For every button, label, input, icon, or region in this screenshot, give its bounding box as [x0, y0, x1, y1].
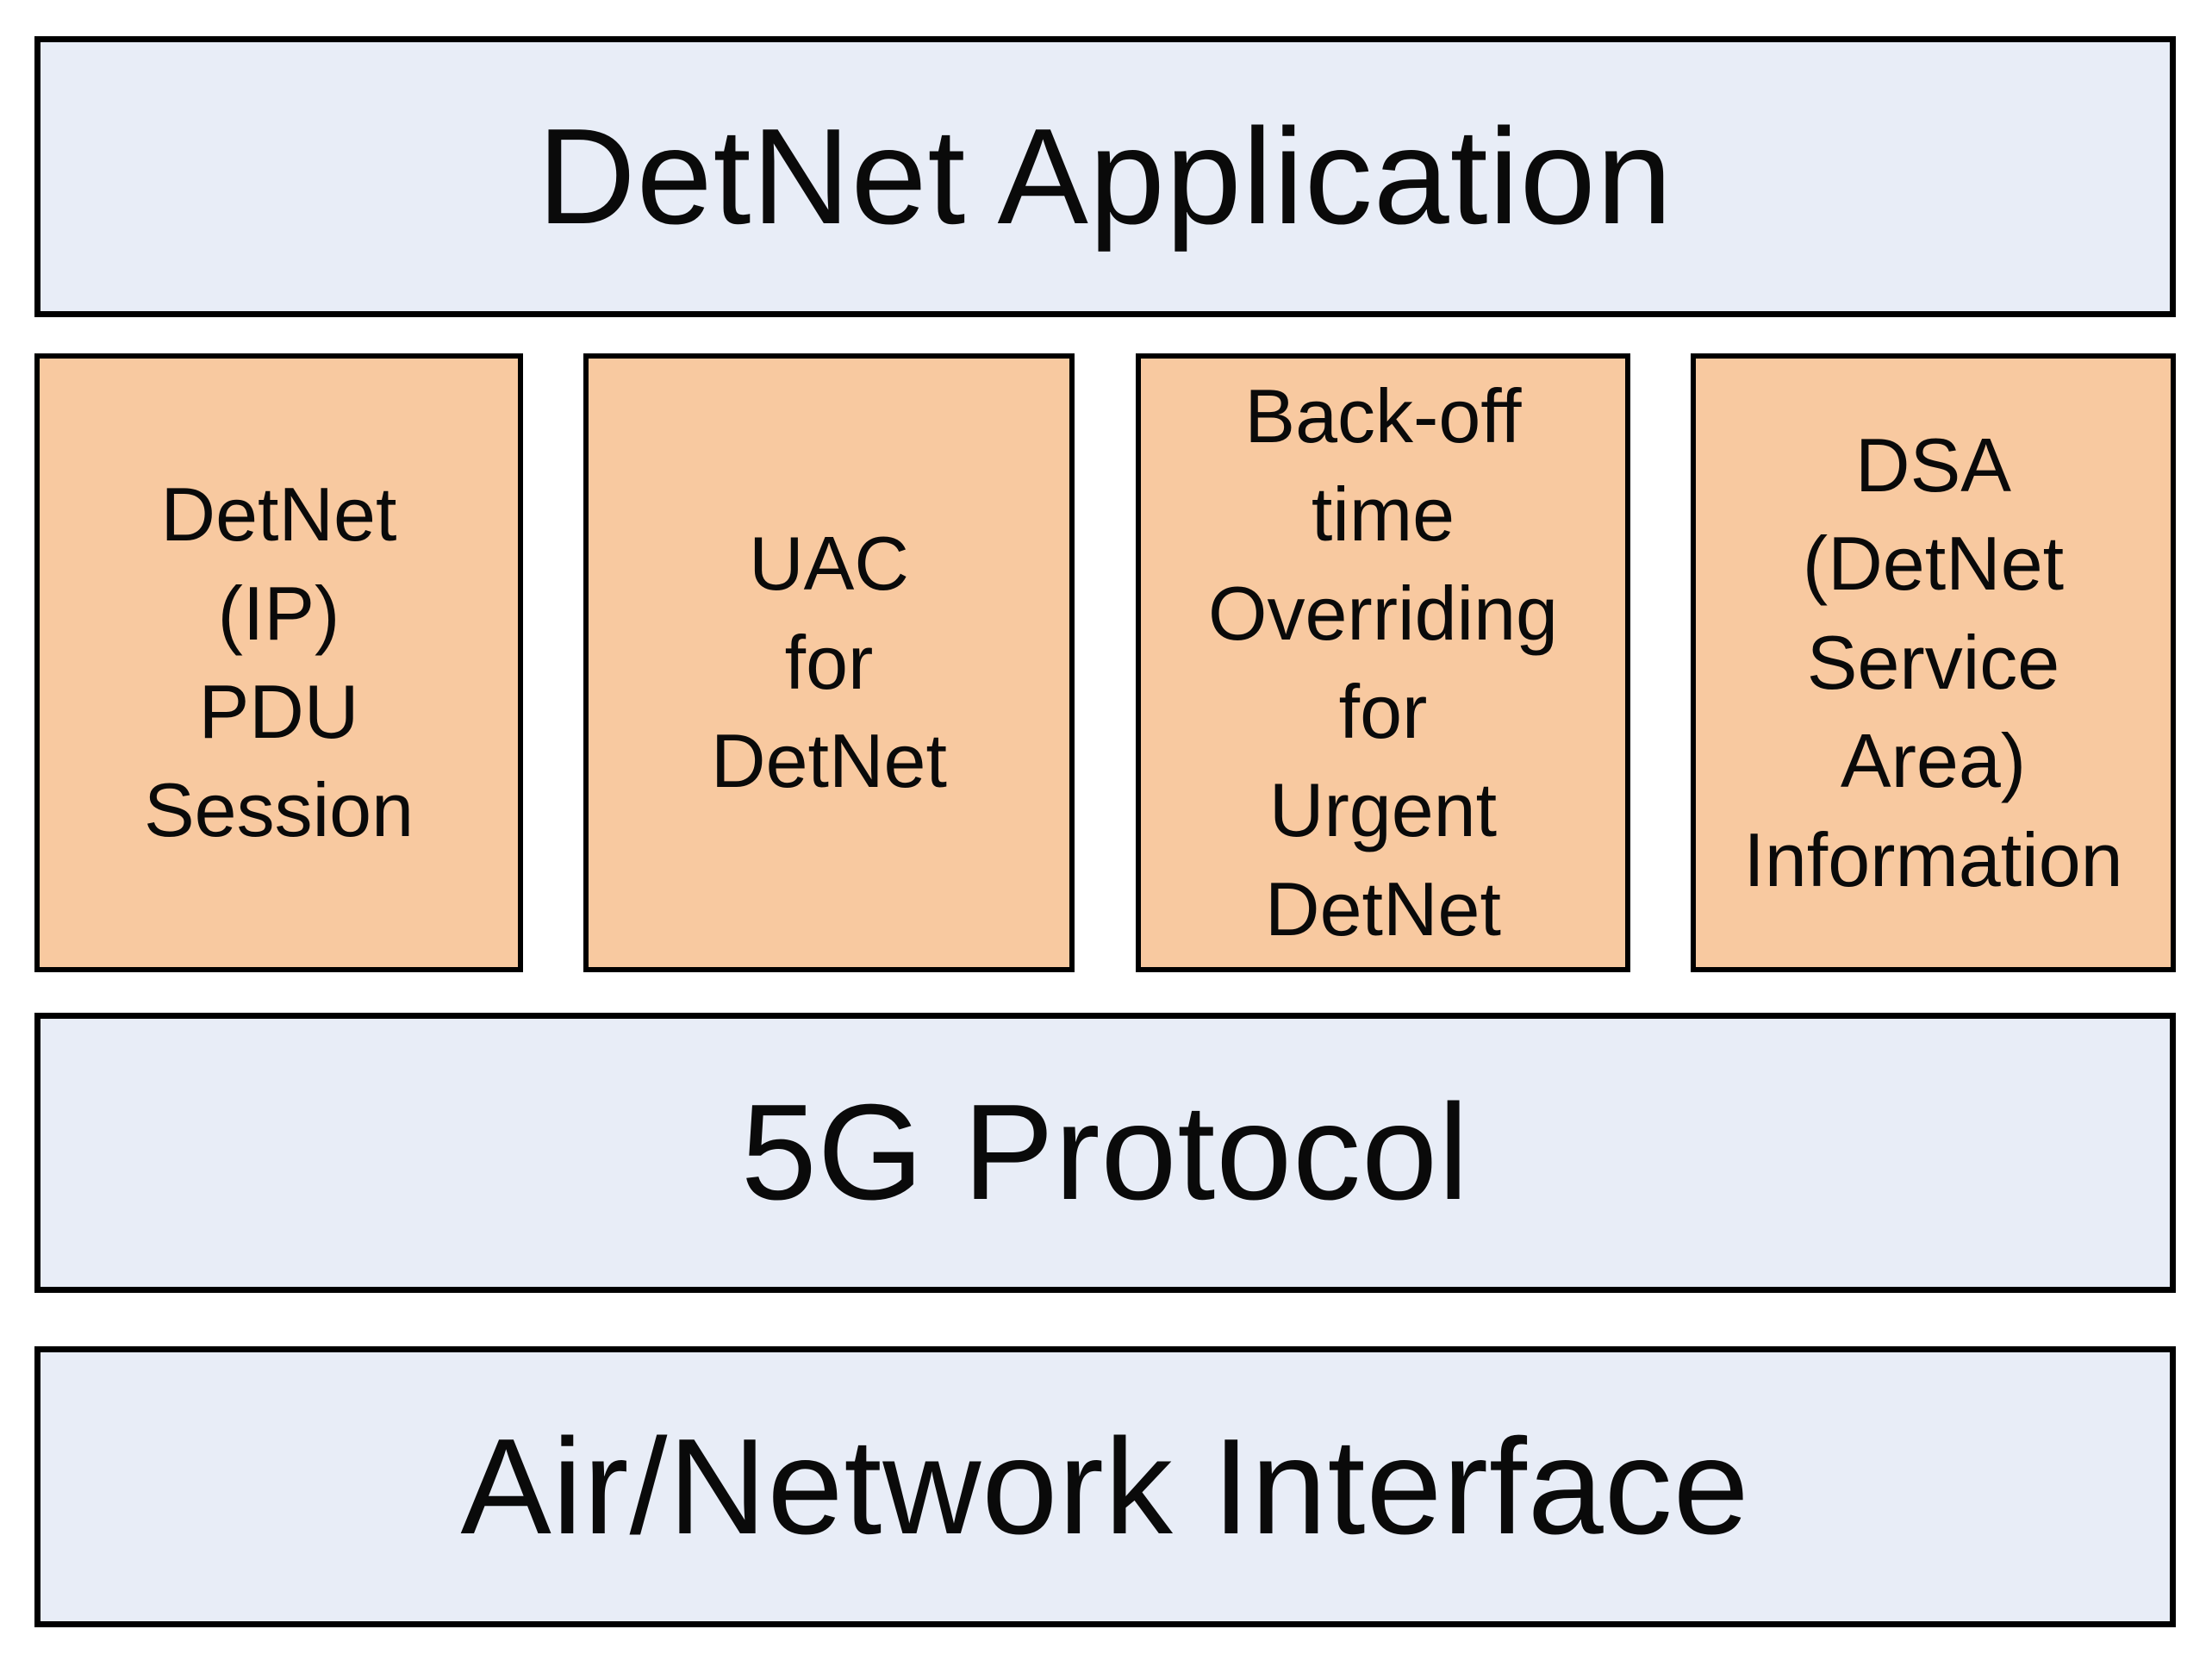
feature-line: time — [1311, 471, 1455, 558]
feature-line: (IP) — [217, 570, 340, 656]
feature-line: for — [784, 619, 874, 705]
feature-line: Back-off — [1244, 372, 1522, 459]
feature-line: for — [1338, 669, 1428, 754]
feature-line: DetNet — [160, 471, 397, 558]
feature-line: Session — [143, 767, 414, 853]
5g-protocol-box: 5G Protocol — [34, 1013, 2176, 1293]
feature-line: Service — [1806, 619, 2060, 705]
feature-line: DetNet — [711, 718, 947, 804]
detnet-application-label: DetNet Application — [537, 100, 1673, 253]
dsa-information-box: DSA (DetNet Service Area) Information — [1691, 353, 2176, 972]
uac-for-detnet-box: UAC for DetNet — [583, 353, 1075, 972]
detnet-ip-pdu-session-box: DetNet (IP) PDU Session — [34, 353, 523, 972]
feature-line: DSA — [1855, 422, 2011, 509]
backoff-time-overriding-box: Back-off time Overriding for Urgent DetN… — [1136, 353, 1630, 972]
feature-line: Area) — [1840, 718, 2027, 804]
detnet-application-box: DetNet Application — [34, 36, 2176, 317]
5g-protocol-label: 5G Protocol — [740, 1077, 1470, 1228]
feature-line: Information — [1743, 816, 2123, 902]
feature-line: Overriding — [1208, 570, 1558, 656]
feature-line: Urgent — [1268, 767, 1498, 853]
feature-line: PDU — [198, 669, 359, 754]
feature-line: (DetNet — [1802, 521, 2065, 607]
feature-line: UAC — [749, 521, 909, 607]
air-network-interface-label: Air/Network Interface — [460, 1410, 1750, 1563]
feature-line: DetNet — [1265, 865, 1501, 952]
air-network-interface-box: Air/Network Interface — [34, 1346, 2176, 1627]
